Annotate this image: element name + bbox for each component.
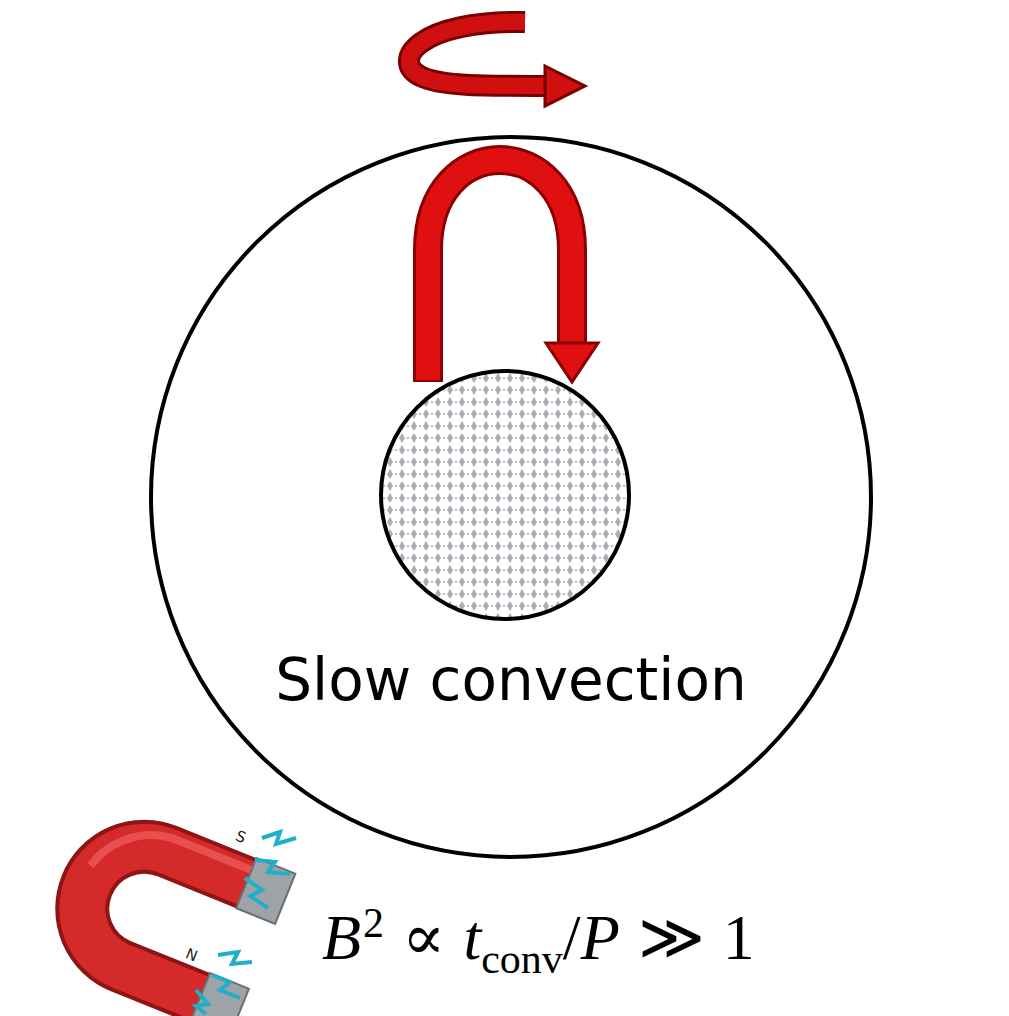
magnet-icon — [50, 802, 296, 1016]
spark-lines — [196, 832, 296, 1014]
equation-part: ≫ — [638, 902, 705, 973]
node-label: Slow convection — [275, 646, 746, 714]
equation-part: ∝ — [402, 902, 445, 973]
core-circle — [381, 371, 629, 619]
rotation-arrow — [409, 22, 585, 106]
equation-part: / — [563, 902, 581, 973]
equation-part: 1 — [723, 902, 755, 973]
equation-part: t — [463, 902, 481, 973]
convection-arrow — [428, 160, 598, 382]
pole-letter: N — [183, 945, 200, 966]
equation-part: conv — [481, 936, 563, 982]
equation-part: B — [322, 902, 361, 973]
circle-outline — [148, 134, 874, 860]
equation: B2 ∝ tconv/P ≫ 1 — [322, 896, 755, 987]
equation-part: P — [581, 902, 620, 973]
equation-part: 2 — [363, 900, 384, 946]
pole-letter: S — [233, 827, 249, 847]
mantle-circle: Slow convection — [148, 134, 874, 860]
